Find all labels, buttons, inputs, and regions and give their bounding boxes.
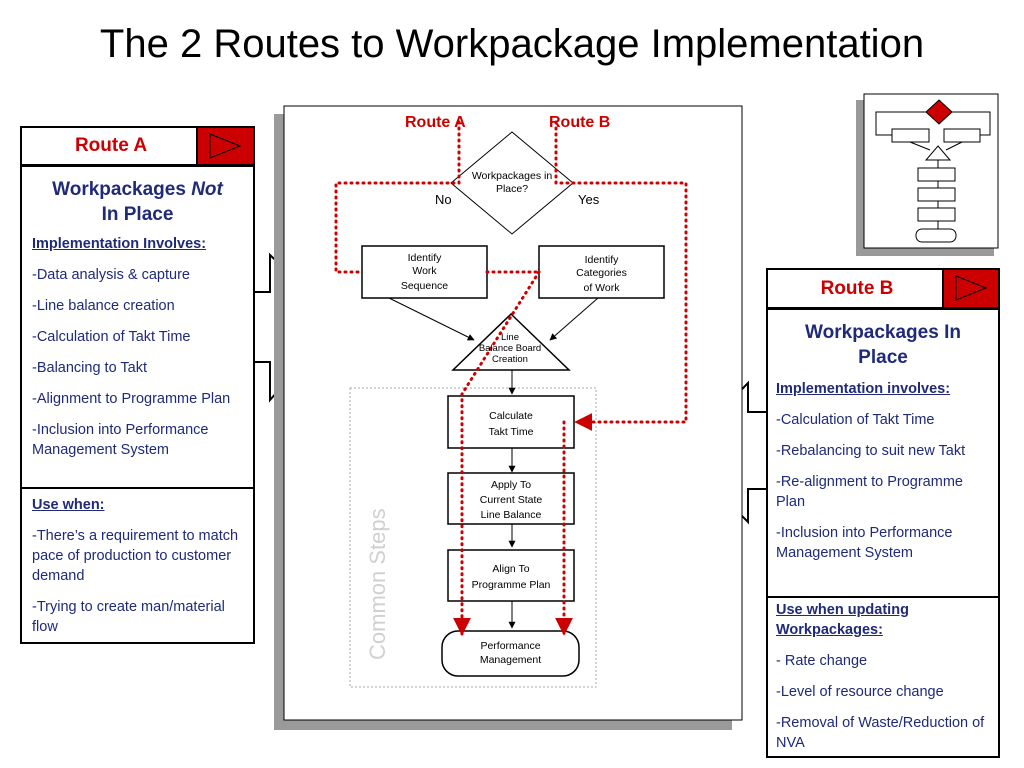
route-a-heading-text-2: In Place bbox=[101, 204, 174, 225]
route-a-use-when-label: Use when: bbox=[32, 497, 105, 513]
route-b-header: Route B bbox=[766, 268, 1000, 309]
label-line: Identify bbox=[584, 254, 619, 266]
decision-label: Workpackages in Place? bbox=[471, 170, 553, 195]
align-programme-label: Align To Programme Plan bbox=[448, 561, 574, 593]
label-line: of Work bbox=[583, 282, 620, 294]
play-icon bbox=[209, 133, 242, 159]
identify-sequence-box bbox=[361, 245, 488, 299]
calculate-takt-label: Calculate Takt Time bbox=[448, 408, 574, 440]
route-a-use-when-list: -There’s a requirement to match pace of … bbox=[32, 526, 243, 637]
label-line: Sequence bbox=[400, 280, 449, 292]
label-line: Align To bbox=[492, 563, 530, 575]
route-b-implementation-list: -Calculation of Takt Time -Rebalancing t… bbox=[776, 410, 990, 563]
list-item: -Inclusion into Performance Management S… bbox=[32, 422, 209, 458]
list-item: -Rebalancing to suit new Takt bbox=[776, 443, 966, 459]
performance-terminal bbox=[441, 630, 580, 677]
label-line: Identify bbox=[407, 252, 442, 264]
main-flowchart bbox=[274, 105, 743, 730]
label-line: Creation bbox=[492, 354, 528, 365]
route-a-path bbox=[334, 120, 461, 274]
route-a-heading-text: Workpackages bbox=[52, 179, 192, 200]
identify-categories-box bbox=[538, 245, 665, 299]
flowchart-route-b-label: Route B bbox=[549, 114, 611, 131]
list-item: -Calculation of Takt Time bbox=[32, 329, 191, 345]
label-line: Categories bbox=[576, 267, 627, 279]
list-item: -Line balance creation bbox=[32, 298, 175, 314]
list-item: - Rate change bbox=[776, 653, 868, 669]
decision-diamond bbox=[450, 131, 574, 235]
list-item: -Trying to create man/material flow bbox=[32, 599, 225, 635]
route-b-use-when-panel: Use when updating Workpackages: - Rate c… bbox=[766, 596, 1000, 758]
play-icon bbox=[955, 275, 988, 301]
label-line: Apply To bbox=[490, 479, 532, 491]
performance-label: Performance Management bbox=[442, 639, 579, 667]
route-a-path-3 bbox=[453, 270, 541, 636]
label-line: Calculate bbox=[489, 410, 533, 422]
flowchart-thumbnail bbox=[856, 93, 999, 256]
route-b-header-arrow-box bbox=[942, 270, 998, 307]
route-b-implementation-label: Implementation involves: bbox=[776, 381, 951, 397]
common-steps-region bbox=[349, 387, 597, 688]
route-a-panel: Workpackages Not In Place Implementation… bbox=[20, 165, 255, 489]
route-a-heading: Workpackages Not In Place bbox=[32, 177, 243, 227]
route-b-heading: Workpackages In Place bbox=[805, 322, 961, 368]
list-item: -Balancing to Takt bbox=[32, 360, 147, 376]
align-programme-box bbox=[447, 549, 575, 602]
label-line: Management bbox=[479, 654, 542, 666]
list-item: -Level of resource change bbox=[776, 684, 944, 700]
line-balance-label: Line Balance Board Creation bbox=[460, 332, 560, 365]
route-b-use-when-list: - Rate change -Level of resource change … bbox=[776, 651, 990, 753]
label-line: Line bbox=[501, 332, 519, 343]
route-a-header-arrow-box bbox=[196, 128, 253, 164]
yes-label: Yes bbox=[578, 192, 600, 207]
label-line: Balance Board bbox=[478, 343, 542, 354]
line-balance-triangle bbox=[451, 312, 571, 371]
calculate-takt-box bbox=[447, 395, 575, 449]
apply-current-label: Apply To Current State Line Balance bbox=[448, 478, 574, 523]
identify-sequence-label: Identify Work Sequence bbox=[362, 252, 487, 293]
apply-current-box bbox=[447, 472, 575, 525]
route-b-path bbox=[554, 120, 688, 431]
list-item: -Data analysis & capture bbox=[32, 267, 190, 283]
label-line: Performance bbox=[480, 640, 541, 652]
route-a-header: Route A bbox=[20, 126, 255, 166]
list-item: -Removal of Waste/Reduction of NVA bbox=[776, 715, 985, 751]
label-line: Programme Plan bbox=[471, 579, 551, 591]
list-item: -Calculation of Takt Time bbox=[776, 412, 935, 428]
no-label: No bbox=[435, 192, 452, 207]
route-b-panel: Workpackages In Place Implementation inv… bbox=[766, 308, 1000, 598]
route-a-implementation-list: -Data analysis & capture -Line balance c… bbox=[32, 265, 243, 460]
list-item: -There’s a requirement to match pace of … bbox=[32, 528, 239, 584]
route-a-header-label: Route A bbox=[74, 135, 148, 156]
flowchart-route-a-label: Route A bbox=[405, 114, 466, 131]
list-item: -Re-alignment to Programme Plan bbox=[776, 474, 963, 510]
route-a-heading-emphasis: Not bbox=[191, 179, 223, 200]
route-a-implementation-label: Implementation Involves: bbox=[32, 236, 207, 252]
route-b-use-when-label: Use when updating Workpackages: bbox=[776, 602, 909, 638]
label-line: Current State bbox=[479, 494, 543, 506]
label-line: Work bbox=[412, 265, 437, 277]
list-item: -Alignment to Programme Plan bbox=[32, 391, 231, 407]
common-steps-label: Common Steps bbox=[365, 508, 390, 660]
route-b-header-label: Route B bbox=[820, 277, 894, 299]
label-line: Takt Time bbox=[488, 426, 534, 438]
label-line: Line Balance bbox=[480, 509, 542, 521]
page-title: The 2 Routes to Workpackage Implementati… bbox=[99, 22, 925, 66]
list-item: -Inclusion into Performance Management S… bbox=[776, 525, 953, 561]
route-a-use-when-panel: Use when: -There’s a requirement to matc… bbox=[20, 487, 255, 644]
identify-categories-label: Identify Categories of Work bbox=[539, 254, 664, 295]
